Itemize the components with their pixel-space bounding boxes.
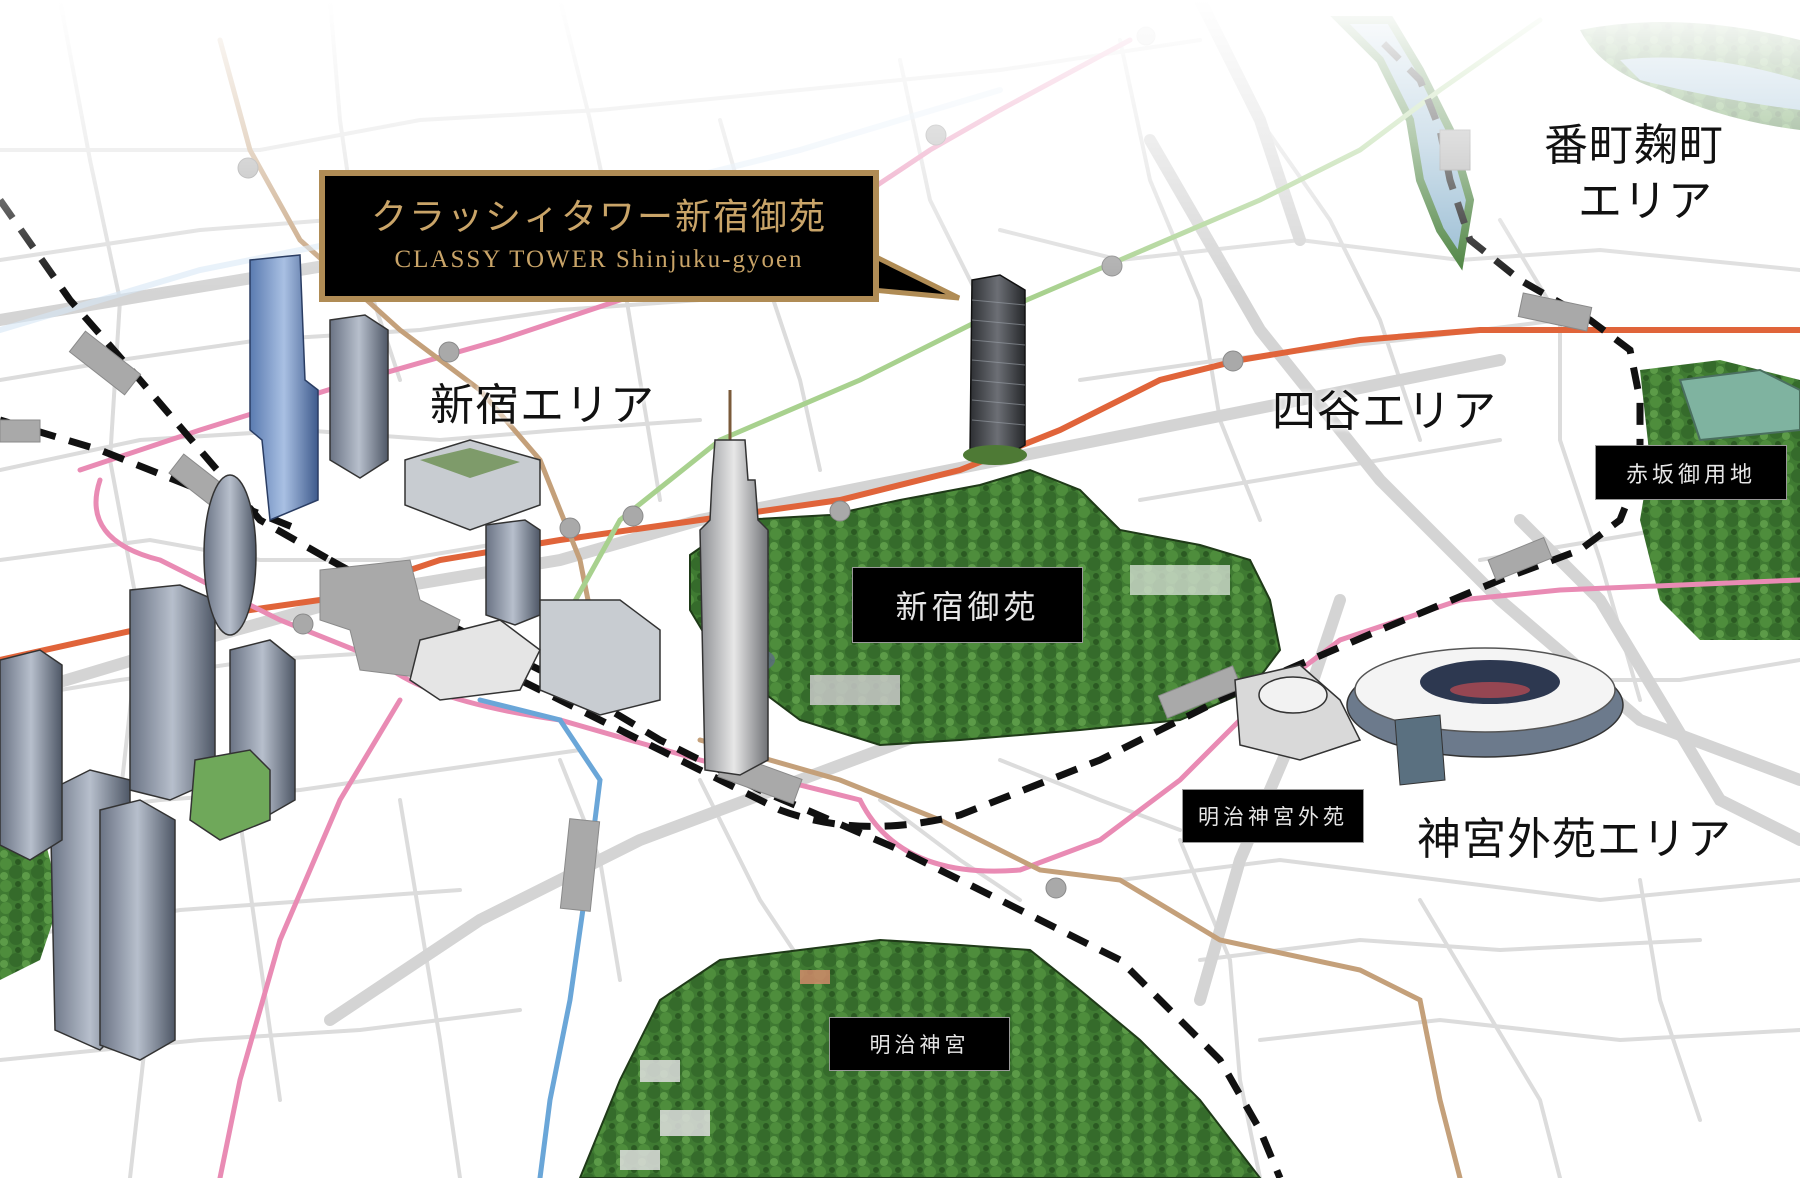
area-label-shinjuku: 新宿エリア	[430, 380, 655, 431]
area-label-jingu-gaien: 神宮外苑エリア	[1417, 814, 1732, 865]
place-label-akasaka-goyochi: 赤坂御用地	[1595, 445, 1787, 500]
shinjuku-skyscrapers	[0, 254, 661, 1061]
place-label-meiji-jingu: 明治神宮	[829, 1017, 1010, 1071]
property-name-ja: クラッシィタワー新宿御苑	[370, 197, 827, 239]
property-name-en: CLASSY TOWER Shinjuku-gyoen	[394, 246, 804, 274]
docomo-tower	[699, 390, 769, 776]
property-callout: クラッシィタワー新宿御苑 CLASSY TOWER Shinjuku-gyoen	[319, 170, 879, 302]
classy-tower-building	[963, 274, 1027, 465]
area-label-bancho-kojimachi: 番町麹町	[1544, 120, 1724, 171]
place-label-meiji-jingu-gaien: 明治神宮外苑	[1182, 789, 1364, 843]
area-label-yotsuya: 四谷エリア	[1272, 386, 1497, 437]
national-stadium	[1234, 647, 1624, 786]
area-label-bancho-kojimachi-suffix: エリア	[1578, 176, 1713, 227]
place-label-shinjuku-gyoen: 新宿御苑	[852, 567, 1083, 643]
